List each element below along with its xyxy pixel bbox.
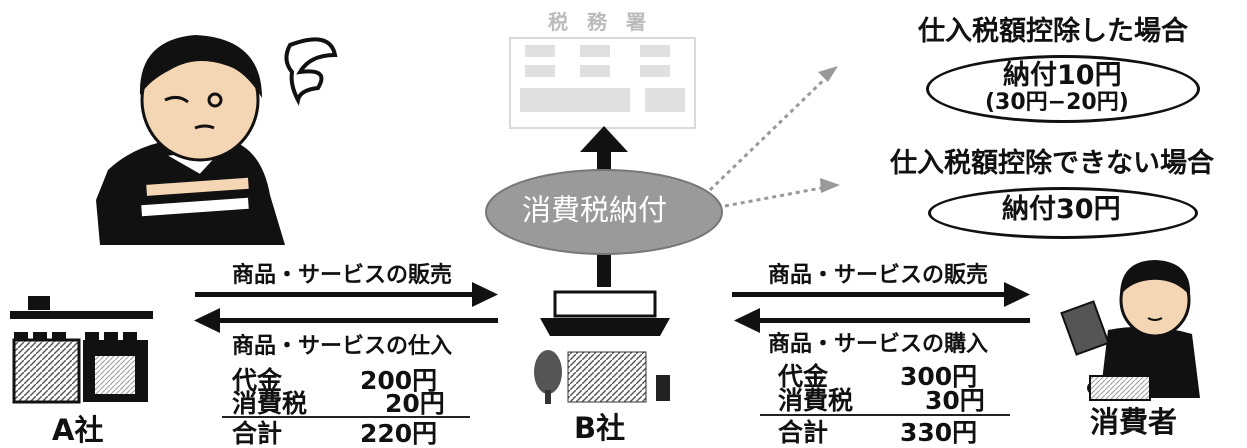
scenario-no-deduct-title: 仕入税額控除できない場合: [890, 148, 1214, 179]
flow-a-b-total-rule: [222, 416, 470, 418]
scenario-dotted-arrows: [708, 70, 834, 208]
flow-b-consumer-tax-label: 消費税: [778, 386, 854, 415]
scenario-deduct-oval: [926, 55, 1200, 123]
flow-b-consumer-total-label: 合計: [778, 418, 829, 447]
tax-payment-label: 消費税納付: [522, 193, 668, 227]
flow-b-consumer-sale-label: 商品・サービスの販売: [768, 263, 989, 288]
worried-businessman-illustration: [96, 35, 338, 245]
company-b-label: B社: [574, 411, 626, 445]
scenario-no-deduct-oval: [928, 187, 1198, 239]
flow-a-b-price-value: 200円: [360, 366, 438, 395]
flow-arrows-a-b: [194, 282, 498, 333]
scenario-no-deduct-payment: 納付30円: [1002, 194, 1121, 225]
scenario-deduct-calc: (30円−20円): [985, 90, 1129, 115]
flow-b-consumer-tax-value: 30円: [925, 386, 985, 415]
flow-a-b-price-label: 代金: [232, 366, 283, 395]
flow-b-consumer-purchase-label: 商品・サービスの購入: [768, 332, 989, 357]
flow-a-b-total-value: 220円: [360, 419, 438, 448]
company-a-label: A社: [52, 413, 104, 447]
consumer-shopper-illustration: [1060, 260, 1200, 401]
tax-payment-ellipse: [485, 169, 723, 255]
flow-a-b-tax-value: 20円: [385, 389, 445, 418]
company-b-shop-illustration: [534, 290, 670, 404]
flow-b-consumer-total-rule: [760, 414, 1010, 416]
flow-b-consumer-price-value: 300円: [900, 362, 978, 391]
flow-b-consumer-total-value: 330円: [900, 418, 978, 447]
scenario-deduct-payment: 納付10円: [1003, 60, 1122, 91]
flow-a-b-sale-label: 商品・サービスの販売: [232, 263, 453, 288]
tax-office-label: 税 務 署: [548, 10, 652, 34]
flow-b-consumer-price-label: 代金: [778, 362, 829, 391]
flow-a-b-total-label: 合計: [232, 419, 283, 448]
flow-a-b-tax-label: 消費税: [232, 389, 308, 418]
flow-a-b-purchase-label: 商品・サービスの仕入: [232, 334, 453, 359]
consumer-label: 消費者: [1090, 405, 1178, 439]
scenario-deduct-title: 仕入税額控除した場合: [918, 16, 1188, 47]
tax-office-building-illustration: [509, 37, 696, 129]
flow-arrows-b-consumer: [732, 282, 1030, 333]
company-a-building-illustration: [10, 296, 153, 404]
